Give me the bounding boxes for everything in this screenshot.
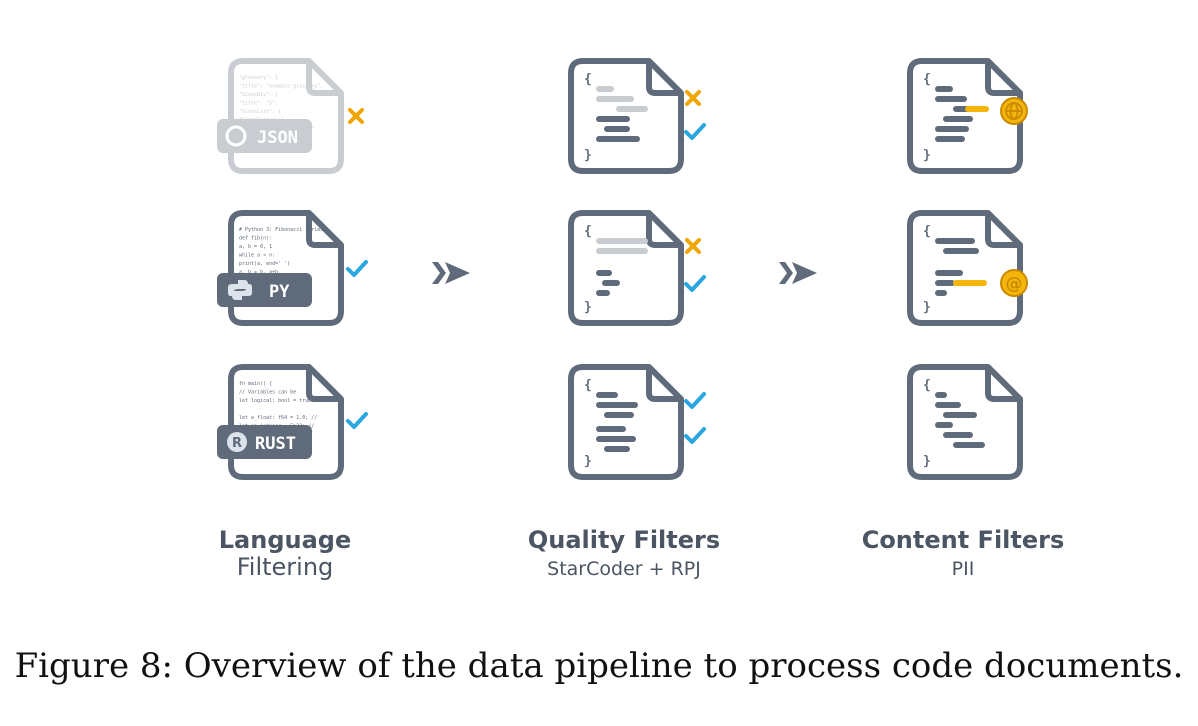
- code-line: "title": "S",: [239, 101, 278, 107]
- code-line: "glossary": {: [239, 75, 278, 81]
- check-icon: [684, 427, 706, 444]
- stage-subtitle-language: Filtering: [236, 553, 334, 581]
- stage-title-content: Content Filters: [861, 526, 1065, 554]
- quality-document-1: { }: [568, 58, 684, 174]
- code-line: // Variables can be: [239, 390, 296, 396]
- json-badge-label: JSON: [257, 128, 298, 148]
- quality-document-3: { }: [568, 364, 684, 480]
- rust-logo-icon: R: [227, 432, 247, 452]
- svg-text:{: {: [923, 224, 931, 239]
- cross-icon: [685, 238, 701, 254]
- stage-subtitle-content: PII: [951, 558, 975, 580]
- svg-text:{: {: [584, 378, 592, 393]
- chevron-arrow-icon: [779, 262, 817, 284]
- svg-text:}: }: [923, 148, 931, 163]
- cross-icon: [348, 108, 364, 124]
- quality-document-2: { }: [568, 210, 684, 326]
- python-badge: PY: [217, 273, 312, 307]
- content-document-2: { }: [907, 210, 1023, 326]
- code-line: "GlossDiv": {: [239, 92, 278, 98]
- rust-badge-label: RUST: [255, 434, 296, 454]
- code-line: let logical: bool = true;: [239, 398, 314, 404]
- svg-text:@: @: [1006, 274, 1023, 294]
- svg-text:{: {: [584, 224, 592, 239]
- svg-text:{: {: [923, 72, 931, 87]
- check-icon: [684, 275, 706, 292]
- content-document-1: { }: [907, 58, 1023, 174]
- code-line: "title": "example glossary",: [239, 84, 323, 90]
- check-icon: [346, 412, 368, 429]
- cross-icon: [685, 90, 701, 106]
- stage-subtitle-quality: StarCoder + RPJ: [547, 558, 701, 580]
- rust-badge: R RUST: [217, 425, 312, 459]
- check-icon: [346, 260, 368, 277]
- svg-text:R: R: [232, 436, 242, 451]
- code-line: let a_float: f64 = 1.0; //: [239, 415, 317, 421]
- code-line: a, b = b, a+b: [239, 270, 278, 276]
- stage-title-quality: Quality Filters: [527, 526, 721, 554]
- python-badge-label: PY: [269, 282, 290, 302]
- code-line: while a < n:: [239, 253, 275, 259]
- content-document-3: { }: [907, 364, 1023, 480]
- svg-text:{: {: [584, 72, 592, 87]
- python-logo-icon: [228, 280, 252, 300]
- json-logo-icon: [225, 125, 247, 147]
- chevron-arrow-icon: [432, 262, 470, 284]
- globe-icon: [1000, 97, 1028, 125]
- svg-text:}: }: [584, 300, 592, 315]
- stage-title-language: Language: [218, 526, 352, 554]
- code-line: fn main() {: [239, 381, 272, 387]
- code-line: def fib(n):: [239, 236, 272, 242]
- svg-text:}: }: [923, 300, 931, 315]
- code-line: # Python 3: Fibonacci series: [239, 227, 323, 233]
- code-line: print(a, end=' '): [239, 261, 290, 267]
- svg-text:}: }: [584, 454, 592, 469]
- svg-text:}: }: [923, 454, 931, 469]
- code-line: a, b = 0, 1: [239, 244, 272, 250]
- json-badge: JSON: [217, 119, 312, 153]
- svg-text:}: }: [584, 148, 592, 163]
- check-icon: [684, 392, 706, 409]
- at-sign-icon: @: [1000, 269, 1028, 297]
- figure-caption: Figure 8: Overview of the data pipeline …: [14, 646, 1184, 686]
- json-document: "glossary": { "title": "example glossary…: [228, 58, 344, 174]
- svg-text:{: {: [923, 378, 931, 393]
- check-icon: [684, 123, 706, 140]
- rust-document: fn main() { // Variables can be let logi…: [228, 364, 344, 480]
- code-line: "GlossList": {: [239, 109, 281, 115]
